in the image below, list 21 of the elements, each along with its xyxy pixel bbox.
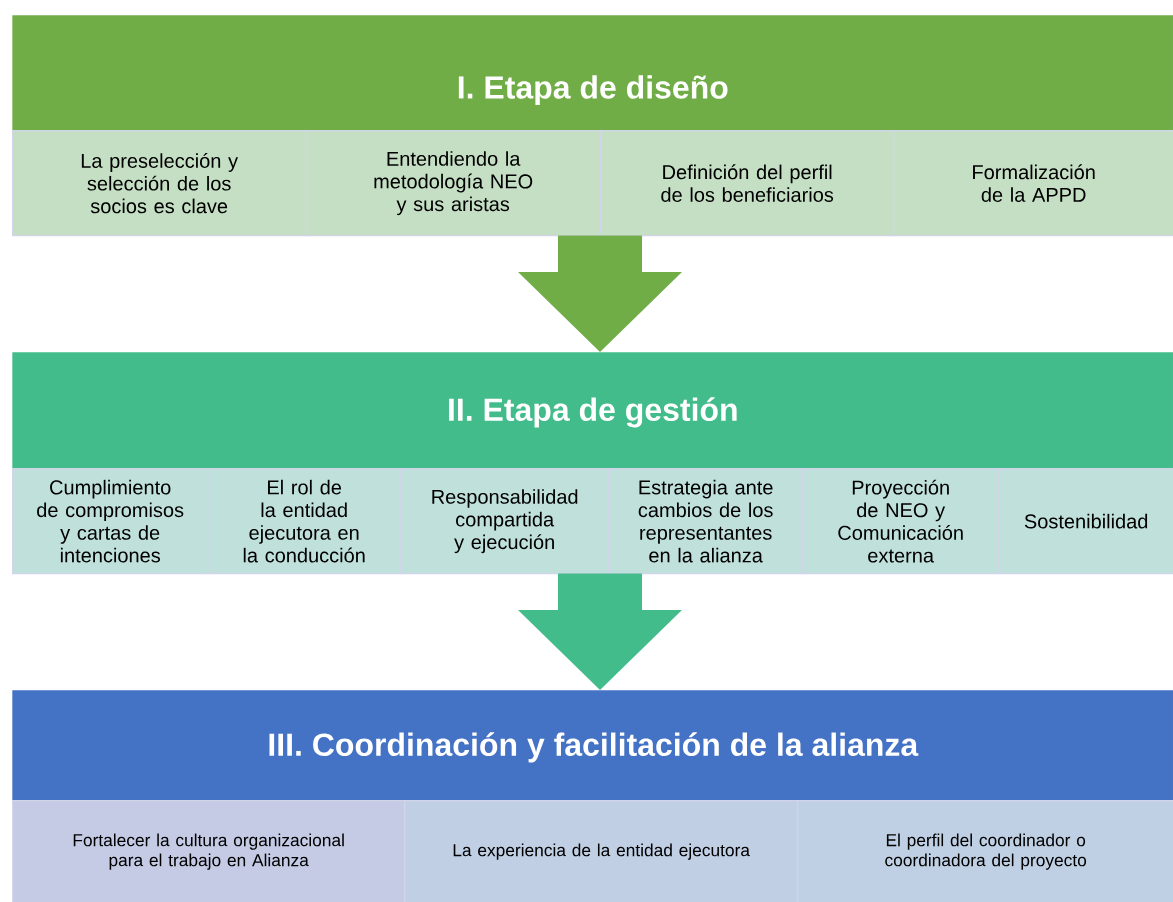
topic-cell: Proyección de NEO y Comunicación externa — [802, 468, 1000, 575]
topic-cell: El perfil del coordinador o coordinadora del proyecto — [797, 800, 1173, 902]
stage-band: III. Coordinación y facilitación de la alianza — [12, 690, 1173, 801]
node-label: El perfil del coordinador o coordinadora del proyecto — [885, 833, 1087, 870]
stage-band: I. Etapa de diseño — [12, 15, 1173, 131]
node-label: Fortalecer la cultura organizacional para el trabajo en Alianza — [73, 833, 344, 870]
topic-cell: El rol de la entidad ejecutora en la conducción — [207, 468, 402, 575]
stage-band: II. Etapa de gestión — [12, 352, 1173, 469]
topic-cell: La experiencia de la entidad ejecutora — [404, 800, 799, 902]
node-label: La experiencia de la entidad ejecutora — [453, 843, 750, 860]
block-arrow — [518, 235, 682, 352]
topic-cell: Sostenibilidad — [998, 468, 1173, 575]
topic-cell: Entendiendo la metodología NEO y sus aristas — [305, 130, 602, 237]
topic-cell: Formalización de la APPD — [893, 130, 1173, 237]
topic-cell: Responsabilidad compartida y ejecución — [400, 468, 610, 575]
topic-cell: La preselección y selección de los socios es clave — [12, 130, 307, 237]
topic-cell: Estrategia ante cambios de los representantes en la alianza — [608, 468, 804, 575]
topic-cell: Fortalecer la cultura organizacional para el trabajo en Alianza — [12, 800, 406, 902]
block-arrow — [518, 573, 682, 690]
topic-cell: Definición del perfil de los beneficiarios — [600, 130, 895, 237]
topic-cell: Cumplimiento de compromisos y cartas de intenciones — [12, 468, 209, 575]
